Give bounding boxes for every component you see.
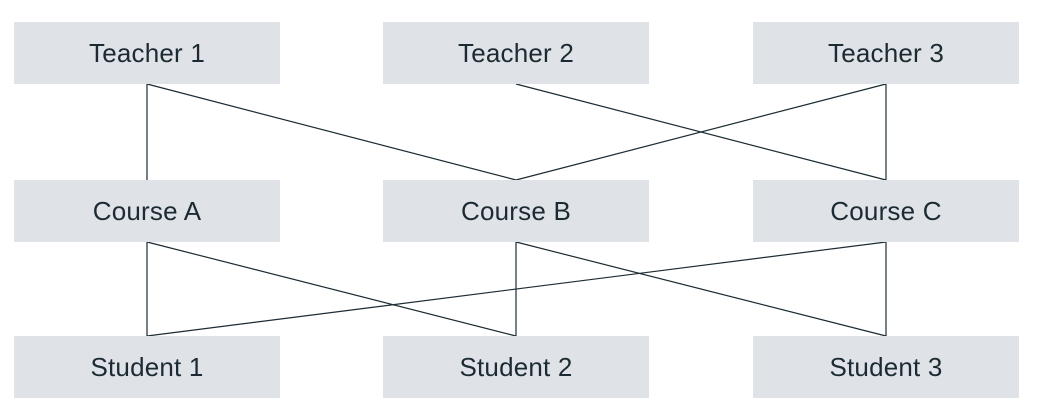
course-node-a: Course A: [14, 180, 280, 242]
course-node-b: Course B: [383, 180, 649, 242]
teacher-node-1: Teacher 1: [14, 22, 280, 84]
teaches-edge-t1-cB: [146, 83, 517, 181]
course-node-c: Course C: [753, 180, 1019, 242]
teacher-label-3: Teacher 3: [828, 37, 944, 68]
student-label-3: Student 3: [829, 351, 943, 382]
student-node-1: Student 1: [14, 336, 280, 398]
teacher-node-2: Teacher 2: [383, 22, 649, 84]
teaches-edge-t2-cC: [515, 83, 887, 181]
course-label-c: Course C: [830, 195, 942, 226]
enrollment-edge-cA-s2: [146, 241, 517, 337]
student-label-2: Student 2: [459, 351, 573, 382]
teaches-edge-t3-cB: [515, 83, 887, 181]
teacher-node-3: Teacher 3: [753, 22, 1019, 84]
student-node-2: Student 2: [383, 336, 649, 398]
enrollment-edge-cB-s3: [515, 241, 887, 337]
enrollment-edge-cC-s1: [146, 241, 887, 337]
teacher-label-1: Teacher 1: [89, 37, 205, 68]
student-label-1: Student 1: [90, 351, 204, 382]
student-node-3: Student 3: [753, 336, 1019, 398]
course-label-b: Course B: [461, 195, 571, 226]
teacher-label-2: Teacher 2: [458, 37, 574, 68]
course-label-a: Course A: [92, 195, 202, 226]
